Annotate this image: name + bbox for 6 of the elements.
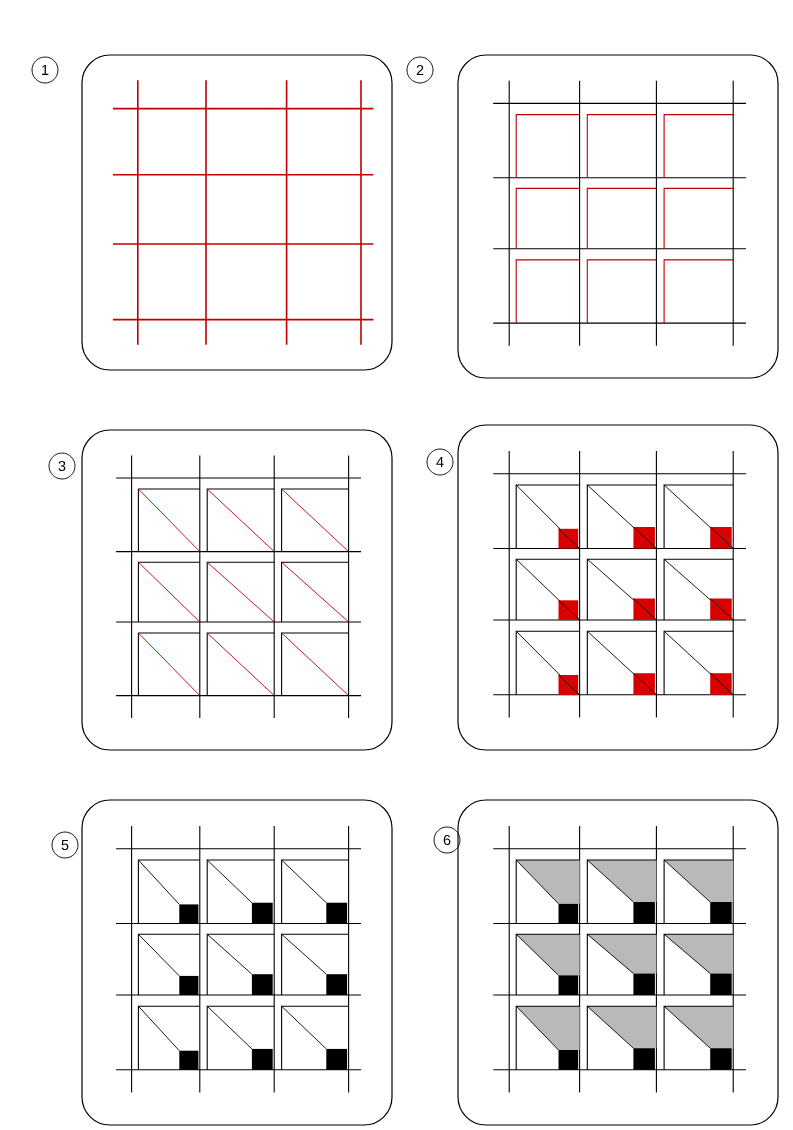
- step-number: 2: [406, 56, 434, 84]
- step-number: 5: [51, 831, 79, 859]
- step-number: 6: [433, 826, 461, 854]
- step-number: 4: [426, 448, 454, 476]
- step-number: 3: [48, 452, 76, 480]
- step-number: 1: [31, 56, 59, 84]
